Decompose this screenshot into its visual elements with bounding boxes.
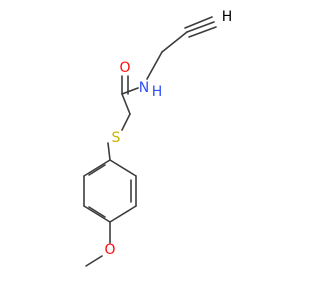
atom-oxygen-ether: O — [104, 242, 115, 258]
bond-ring-6 — [83, 159, 111, 177]
atom-sulfur: S — [112, 130, 121, 146]
bond-ring-4 — [83, 205, 111, 223]
bond-ring-inner-3 — [88, 164, 106, 176]
bond-n-carbonyl — [121, 87, 139, 95]
bond-oether-methyl — [85, 255, 103, 267]
bond-ring-inner-2 — [88, 206, 106, 218]
bond-alkyne-triple-3 — [188, 26, 217, 38]
bond-ring-3 — [109, 205, 137, 223]
molecule-structure: H N H O S O — [83, 9, 232, 267]
bond-ch2-n — [146, 51, 163, 80]
atom-nitrogen: N — [139, 80, 149, 96]
atom-hydrogen-n: H — [152, 84, 163, 100]
bond-alkyne-triple-1 — [186, 21, 215, 33]
bond-ring-1 — [109, 159, 137, 177]
atom-labels: H N H O S O — [104, 9, 232, 258]
atom-oxygen-carbonyl: O — [119, 60, 130, 76]
bond-s-ring — [107, 142, 111, 161]
bond-carbonyl-ch2 — [121, 93, 131, 115]
bond-alkyne-ch2 — [161, 31, 188, 53]
atom-alkyne-h: H — [222, 9, 233, 25]
bond-alkyne-triple-2 — [184, 16, 213, 29]
bonds — [83, 16, 217, 267]
bond-ch2-s — [121, 113, 131, 131]
